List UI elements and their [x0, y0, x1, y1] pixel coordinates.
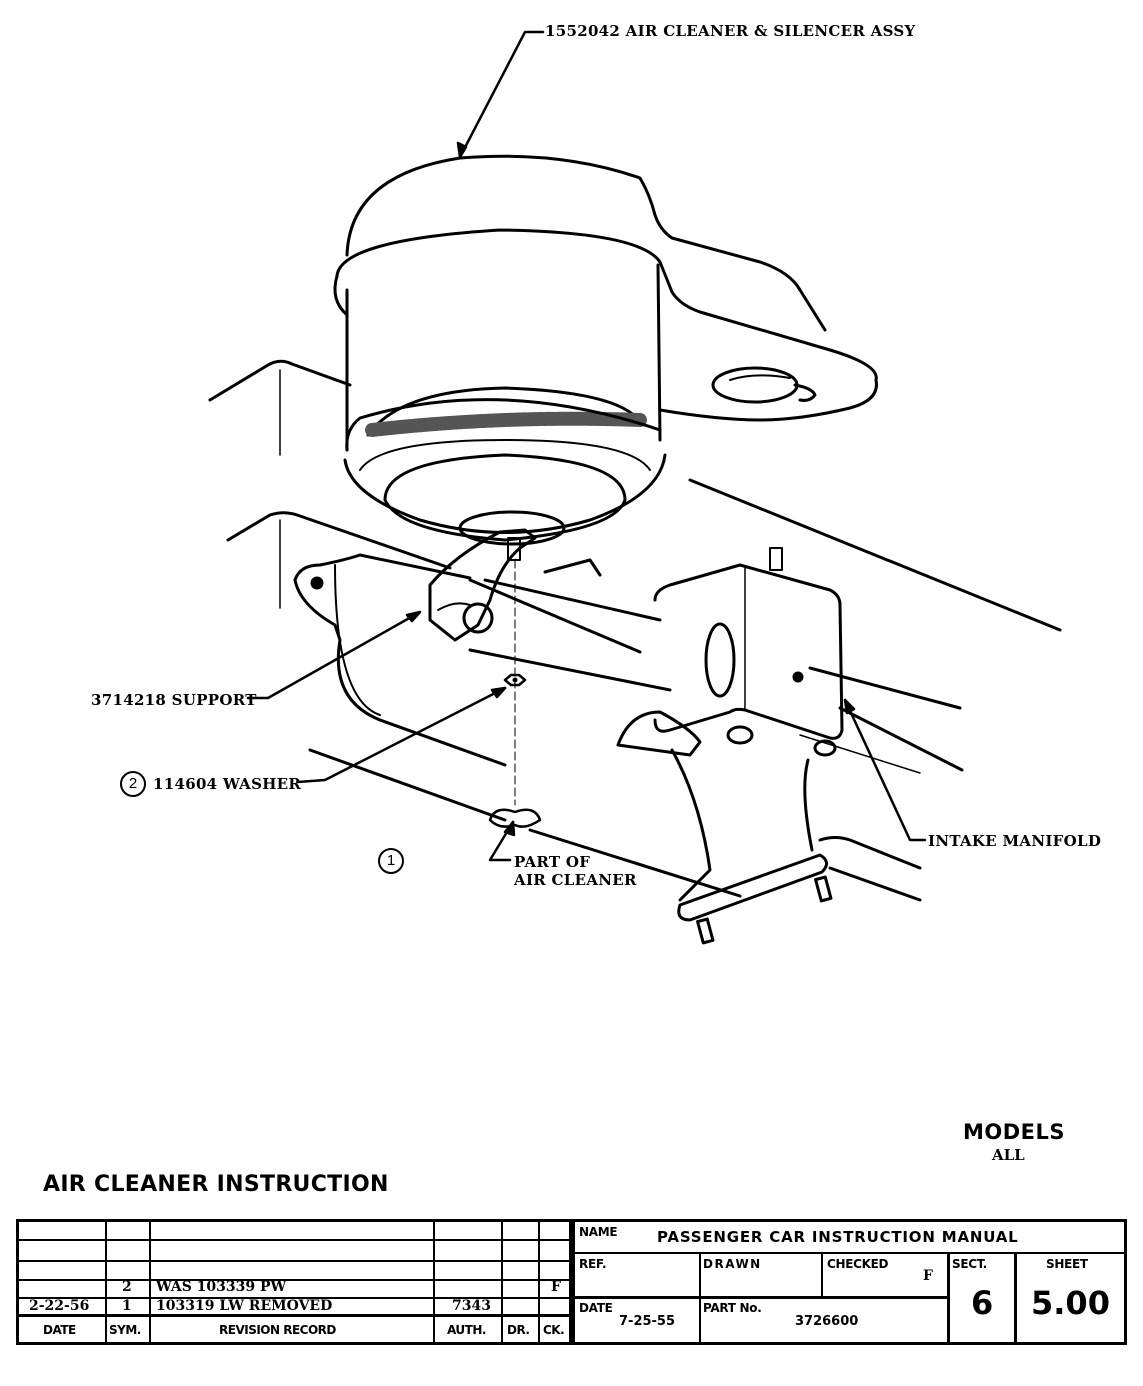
checked-label: CHECKED — [827, 1257, 889, 1271]
checked-value: F — [923, 1268, 933, 1284]
sect-value: 6 — [971, 1284, 994, 1322]
wing-nut — [488, 808, 542, 828]
manifold-tube — [293, 553, 736, 767]
rev-ck: F — [551, 1279, 561, 1295]
engine-block-outline — [208, 359, 1062, 902]
callout-air-cleaner-assy: 1552042 AIR CLEANER & SILENCER ASSY — [545, 22, 916, 40]
fasteners — [488, 559, 542, 828]
support-bracket — [428, 528, 537, 642]
header-ck: CK. — [543, 1323, 565, 1337]
air-cleaner-assembly — [333, 154, 878, 546]
name-label: NAME — [579, 1225, 618, 1239]
header-revision-record: REVISION RECORD — [219, 1323, 336, 1337]
sect-label: SECT. — [952, 1257, 988, 1271]
models-value: ALL — [992, 1146, 1025, 1164]
part-number-value: 3726600 — [795, 1314, 859, 1329]
note-number-2: 2 — [120, 771, 146, 797]
date-label: DATE — [579, 1301, 613, 1315]
rev-date: 2-22-56 — [29, 1298, 90, 1314]
intake-manifold-block — [616, 547, 844, 945]
header-dr: DR. — [507, 1323, 530, 1337]
snout-outlet — [711, 366, 799, 404]
callout-part-of-line1: PART OF — [514, 853, 591, 871]
callout-washer: 114604 WASHER — [153, 775, 302, 793]
rev-auth: 7343 — [452, 1298, 491, 1314]
header-date: DATE — [43, 1323, 76, 1337]
callout-support: 3714218 SUPPORT — [91, 691, 257, 709]
ref-label: REF. — [579, 1257, 607, 1271]
sheet-label: SHEET — [1046, 1257, 1088, 1271]
header-sym: SYM. — [109, 1323, 141, 1337]
revision-record-table: 2 WAS 103339 PW F 2-22-56 1 103319 LW RE… — [16, 1219, 572, 1345]
title-block: NAME PASSENGER CAR INSTRUCTION MANUAL RE… — [572, 1219, 1127, 1345]
drawn-label: DRAWN — [703, 1257, 762, 1271]
leader-lines — [246, 30, 927, 862]
rev-sym: 1 — [122, 1298, 132, 1314]
date-value: 7-25-55 — [619, 1314, 676, 1329]
callout-intake-manifold: INTAKE MANIFOLD — [928, 832, 1102, 850]
note-number-1: 1 — [378, 848, 404, 874]
part-number-label: PART No. — [703, 1301, 762, 1315]
models-heading: MODELS — [963, 1120, 1066, 1144]
rev-record: 103319 LW REMOVED — [156, 1298, 333, 1314]
lock-washer — [503, 673, 527, 687]
air-cleaner-illustration — [208, 30, 1062, 945]
header-auth: AUTH. — [447, 1323, 486, 1337]
sheet-value: 5.00 — [1031, 1284, 1110, 1322]
rev-record: WAS 103339 PW — [156, 1279, 287, 1295]
rev-sym: 2 — [122, 1279, 132, 1295]
document-title: AIR CLEANER INSTRUCTION — [43, 1172, 389, 1197]
name-value: PASSENGER CAR INSTRUCTION MANUAL — [657, 1228, 1019, 1246]
callout-part-of-line2: AIR CLEANER — [514, 871, 637, 889]
